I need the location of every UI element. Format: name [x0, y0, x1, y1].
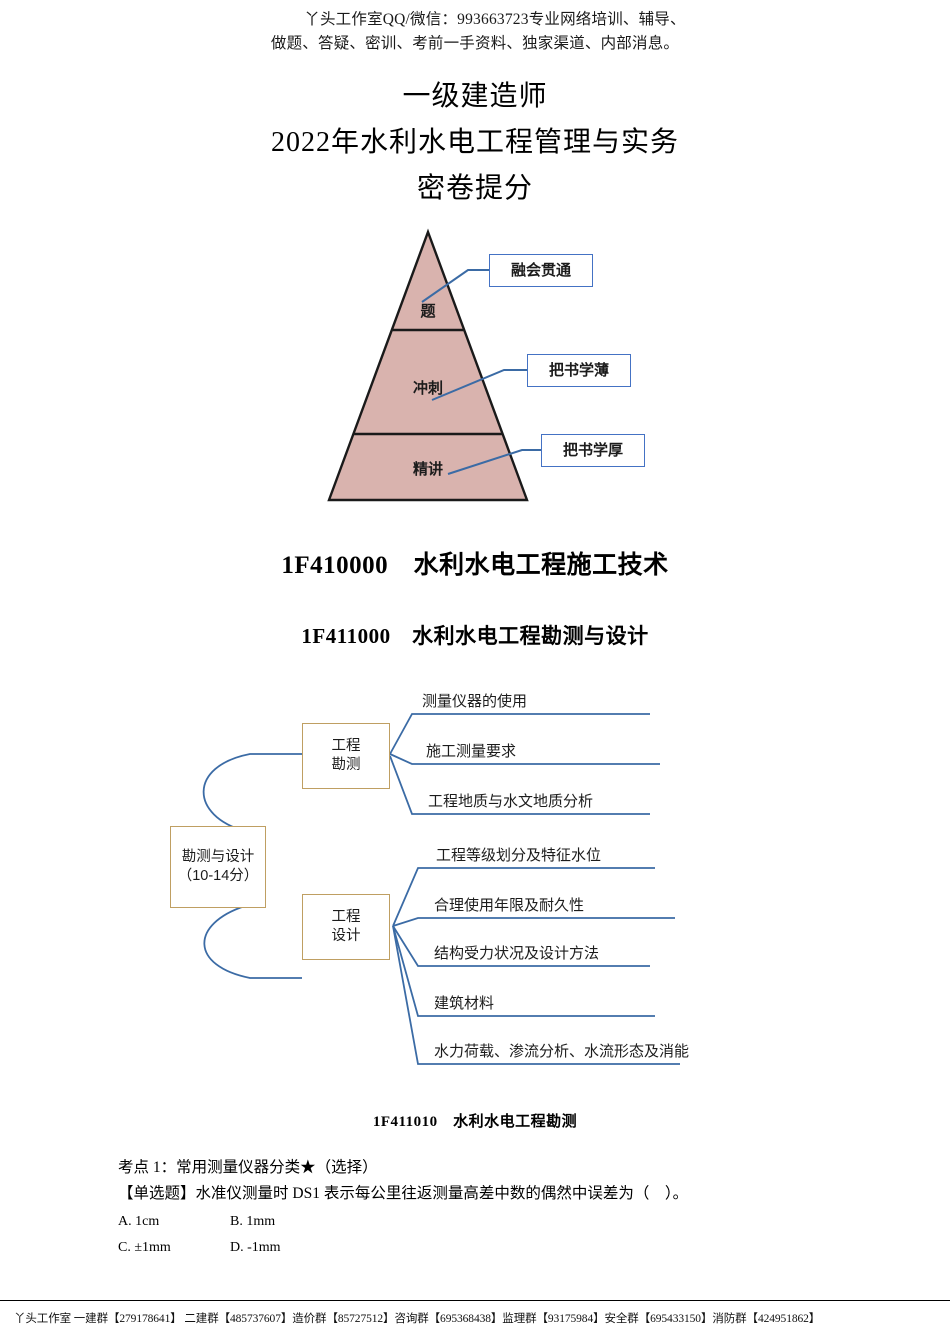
connector-survey-leaf-1 — [389, 713, 650, 755]
mindmap-leaf-survey-3: 工程地质与水文地质分析 — [428, 793, 594, 810]
pyramid-shape — [327, 228, 541, 502]
mindmap-leaf-design-2: 合理使用年限及耐久性 — [434, 897, 585, 914]
header-line-2: 做题、答疑、密训、考前一手资料、独家渠道、内部消息。 — [270, 35, 680, 52]
option-c: C. ±1mm — [118, 1235, 230, 1261]
question-block: 考点 1：常用测量仪器分类★（选择） 【单选题】水准仪测量时 DS1 表示每公里… — [118, 1155, 878, 1261]
option-d: D. -1mm — [230, 1235, 342, 1261]
leader-line-tier-3 — [447, 449, 541, 475]
connector-design-leaf-4 — [392, 925, 655, 1017]
option-c-value: ±1mm — [134, 1240, 171, 1255]
mindmap-branch-survey-line-2: 勘测 — [331, 757, 361, 773]
option-c-key: C. — [118, 1240, 131, 1255]
question-stem: 【单选题】水准仪测量时 DS1 表示每公里往返测量高差中数的偶然中误差为（ ）。 — [118, 1185, 689, 1202]
pyramid-tier-2-label: 冲刺 — [412, 380, 443, 397]
footer-divider — [0, 1300, 950, 1301]
section-heading-1F410000: 1F410000 水利水电工程施工技术 — [281, 552, 669, 579]
connector-survey-leaf-2 — [389, 753, 660, 765]
connector-root-to-design — [203, 905, 302, 979]
option-d-value: -1mm — [247, 1240, 281, 1255]
pyramid-callout-2: 把书学薄 — [527, 354, 631, 387]
pyramid-callout-1: 融会贯通 — [489, 254, 593, 287]
mindmap-leaf-design-5: 水力荷载、渗流分析、水流形态及消能 — [434, 1043, 690, 1060]
leader-line-tier-2 — [431, 369, 527, 401]
page-header: 丫头工作室QQ/微信：993663723专业网络培训、辅导、 做题、答疑、密训、… — [0, 8, 950, 56]
mindmap-branch-design-line-1: 工程 — [331, 909, 361, 926]
title-line-2: 2022年水利水电工程管理与实务 — [270, 127, 679, 158]
mindmap-root-node: 勘测与设计 （10-14分） — [170, 826, 266, 908]
mindmap-branch-design-line-2: 设计 — [331, 928, 361, 944]
mindmap-connectors — [202, 713, 680, 1065]
option-b-key: B. — [230, 1214, 243, 1229]
title-line-3: 密卷提分 — [416, 173, 533, 204]
pyramid-tier-3-label: 精讲 — [412, 461, 443, 478]
connector-survey-leaf-3 — [389, 755, 650, 815]
connector-design-leaf-2 — [392, 917, 675, 927]
section-heading-1F411000: 1F411000 水利水电工程勘测与设计 — [301, 624, 649, 648]
option-d-key: D. — [230, 1240, 244, 1255]
connector-design-leaf-1 — [392, 867, 655, 927]
mindmap-root-line-2: （10-14分） — [177, 868, 259, 884]
option-a-value: 1cm — [135, 1214, 160, 1229]
option-b: B. 1mm — [230, 1209, 342, 1235]
connector-design-leaf-3 — [392, 925, 650, 967]
section-heading-1F411010: 1F411010 水利水电工程勘测 — [372, 1114, 578, 1130]
connector-root-to-survey — [202, 753, 302, 832]
exam-point-line: 考点 1：常用测量仪器分类★（选择） — [118, 1159, 378, 1176]
pyramid-callout-3: 把书学厚 — [541, 434, 645, 467]
mindmap-leaf-design-1: 工程等级划分及特征水位 — [436, 847, 602, 864]
mindmap-leaf-design-4: 建筑材料 — [434, 995, 495, 1012]
page-footer: 丫头工作室 一建群【279178641】 二建群【485737607】造价群【8… — [14, 1313, 821, 1325]
option-a-key: A. — [118, 1214, 132, 1229]
mindmap-branch-node-survey: 工程 勘测 — [302, 723, 390, 789]
mindmap-root-line-1: 勘测与设计 — [181, 849, 255, 866]
title-block: 一级建造师 2022年水利水电工程管理与实务 密卷提分 — [0, 74, 950, 212]
pyramid-diagram: 题 冲刺 精讲 融会贯通 把书学薄 把书学厚 — [300, 222, 680, 512]
option-b-value: 1mm — [246, 1214, 276, 1229]
mindmap-branch-node-design: 工程 设计 — [302, 894, 390, 960]
mindmap-branch-survey-line-1: 工程 — [331, 738, 361, 755]
header-line-1: 丫头工作室QQ/微信：993663723专业网络培训、辅导、 — [304, 11, 686, 28]
mindmap-diagram: 勘测与设计 （10-14分） 工程 勘测 工程 设计 测量仪器的使用 施工测量要… — [150, 676, 830, 1076]
mindmap-leaf-design-3: 结构受力状况及设计方法 — [434, 945, 600, 962]
mindmap-leaf-survey-2: 施工测量要求 — [426, 743, 517, 760]
title-line-1: 一级建造师 — [402, 81, 548, 112]
connector-design-leaf-5 — [392, 925, 680, 1065]
leader-line-tier-1 — [421, 269, 489, 303]
option-a: A. 1cm — [118, 1209, 230, 1235]
mindmap-leaf-survey-1: 测量仪器的使用 — [422, 693, 528, 710]
pyramid-tier-1-label: 题 — [420, 303, 436, 320]
